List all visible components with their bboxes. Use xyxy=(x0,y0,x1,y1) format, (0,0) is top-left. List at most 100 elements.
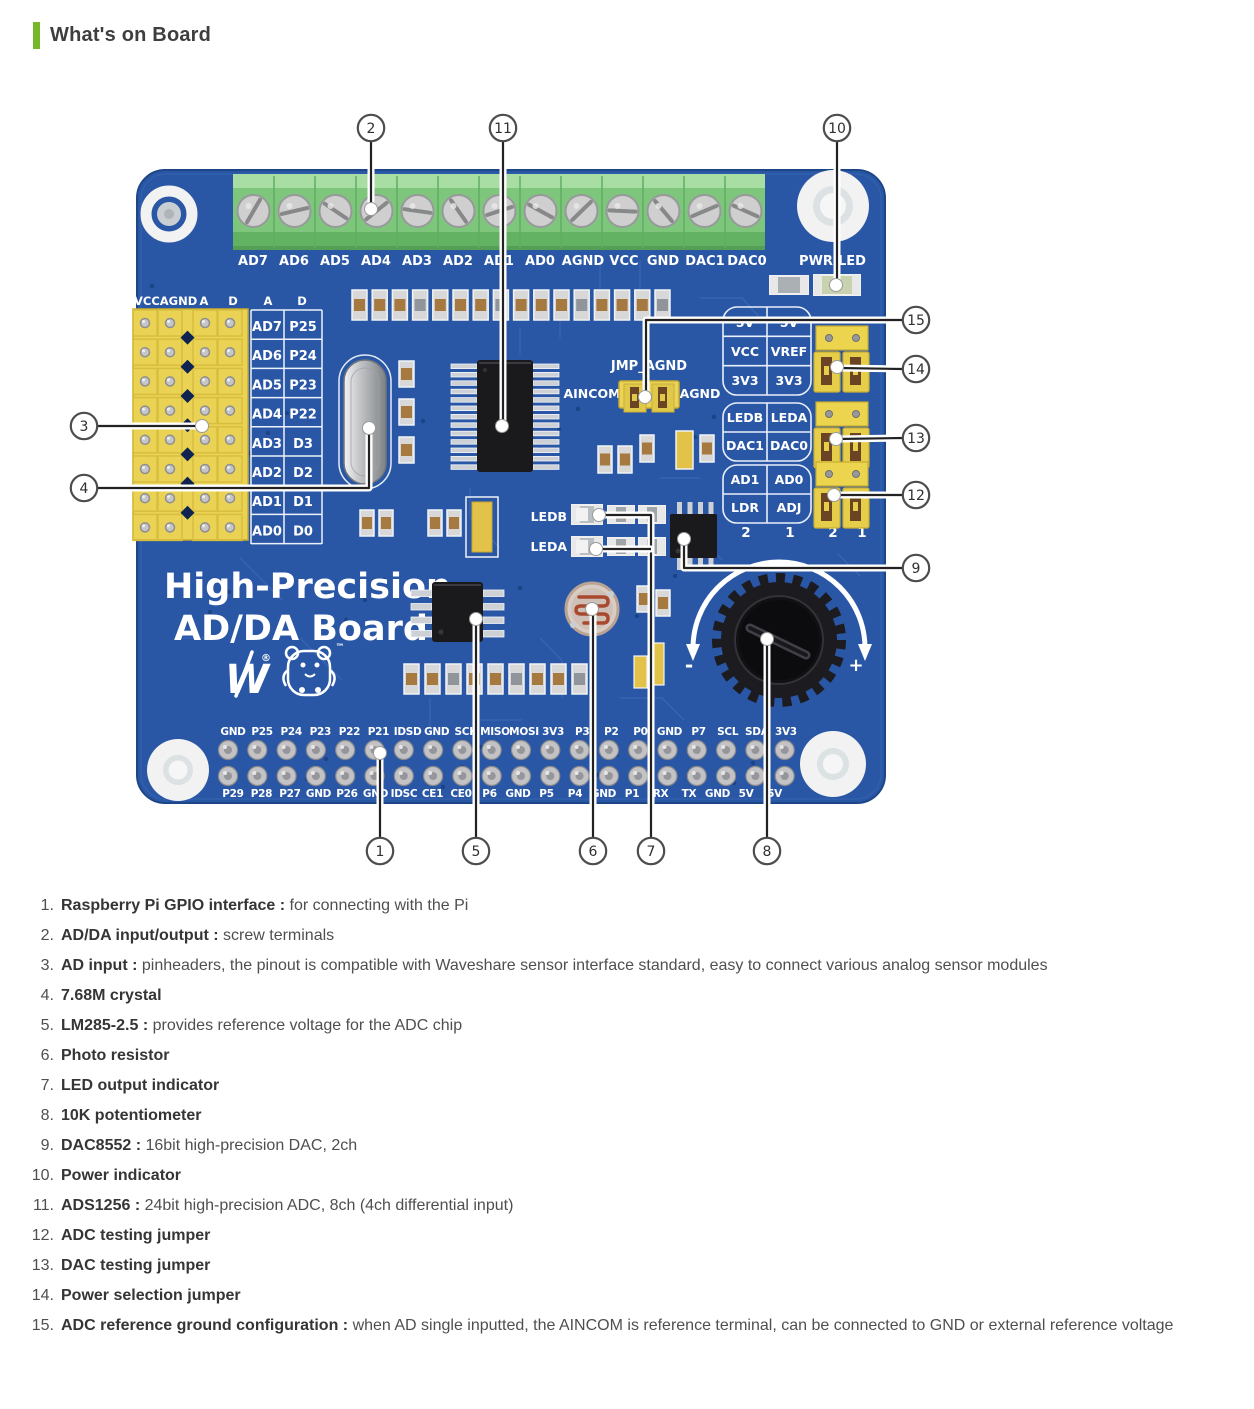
list-item: 13. DAC testing jumper xyxy=(0,1251,1254,1281)
list-item-number: 12. xyxy=(31,1227,54,1244)
svg-text:D: D xyxy=(228,294,238,308)
list-item-text: LM285-2.5 : provides reference voltage f… xyxy=(61,1017,463,1034)
svg-text:AD1: AD1 xyxy=(252,495,282,510)
list-item: 4.7.68M crystal xyxy=(0,981,1254,1011)
svg-text:DAC1: DAC1 xyxy=(726,438,764,453)
svg-text:3V3: 3V3 xyxy=(775,726,797,738)
svg-text:P4: P4 xyxy=(568,788,582,800)
svg-text:P26: P26 xyxy=(336,788,357,800)
callout-12: 12 xyxy=(827,480,931,510)
list-item: 11.ADS1256 : 24bit high-precision ADC, 8… xyxy=(0,1191,1254,1221)
svg-text:1: 1 xyxy=(376,844,385,860)
svg-text:LED: LED xyxy=(838,254,866,269)
svg-text:VCC: VCC xyxy=(731,344,759,359)
list-item-number: 13. xyxy=(31,1257,54,1274)
svg-text:P27: P27 xyxy=(279,788,300,800)
list-item-text: Power selection jumper xyxy=(61,1287,241,1304)
svg-text:5V: 5V xyxy=(739,788,755,800)
callout-15: 15 xyxy=(638,305,931,404)
list-item-text: AD input : pinheaders, the pinout is com… xyxy=(61,957,1048,974)
list-item-number: 1. xyxy=(40,897,54,914)
svg-text:VCC: VCC xyxy=(609,254,638,269)
callout-14: 14 xyxy=(830,354,931,384)
svg-text:GND: GND xyxy=(220,726,246,738)
callout-8: 8 xyxy=(752,632,782,866)
mounting-holes xyxy=(140,170,869,801)
lm285-chip xyxy=(410,582,505,642)
svg-text:2: 2 xyxy=(828,525,837,541)
list-item-text: 7.68M crystal xyxy=(61,987,162,1004)
list-item-number: 3. xyxy=(40,957,54,974)
svg-text:P5: P5 xyxy=(539,788,553,800)
svg-text:LEDA: LEDA xyxy=(771,410,808,425)
svg-text:D1: D1 xyxy=(293,495,313,510)
svg-text:IDSD: IDSD xyxy=(394,726,422,738)
svg-text:P23: P23 xyxy=(310,726,331,738)
svg-text:3V3: 3V3 xyxy=(775,373,802,388)
svg-text:-: - xyxy=(685,653,693,677)
svg-text:AD/DA Board: AD/DA Board xyxy=(174,609,428,649)
svg-text:LEDB: LEDB xyxy=(531,509,567,524)
svg-text:D3: D3 xyxy=(293,437,313,452)
svg-text:AINCOM: AINCOM xyxy=(563,386,620,401)
callout-9: 9 xyxy=(677,532,931,583)
svg-text:D2: D2 xyxy=(293,466,313,481)
section-header: What's on Board xyxy=(33,22,1254,49)
svg-text:SCL: SCL xyxy=(717,726,739,738)
svg-text:LDR: LDR xyxy=(731,500,759,515)
callout-3: 3 xyxy=(69,411,209,441)
list-item-number: 14. xyxy=(31,1287,54,1304)
list-item-number: 11. xyxy=(32,1197,54,1214)
list-item: 12. ADC testing jumper xyxy=(0,1221,1254,1251)
svg-text:P29: P29 xyxy=(222,788,243,800)
list-item-number: 10. xyxy=(31,1167,54,1184)
svg-text:10: 10 xyxy=(828,121,846,137)
svg-text:AD5: AD5 xyxy=(320,254,350,269)
svg-text:1: 1 xyxy=(785,525,794,541)
list-item-number: 8. xyxy=(40,1107,54,1124)
svg-text:MOSI: MOSI xyxy=(509,726,539,738)
svg-text:P22: P22 xyxy=(339,726,360,738)
svg-text:5: 5 xyxy=(472,844,481,860)
svg-text:D0: D0 xyxy=(293,524,313,539)
list-item-text: Power indicator xyxy=(61,1167,182,1184)
list-item-text: LED output indicator xyxy=(61,1077,220,1094)
list-item-number: 15. xyxy=(31,1317,54,1334)
svg-text:14: 14 xyxy=(907,362,925,378)
list-item: 14. Power selection jumper xyxy=(0,1281,1254,1311)
list-item-number: 2. xyxy=(40,927,54,944)
svg-text:GND: GND xyxy=(705,788,731,800)
list-item-number: 6. xyxy=(40,1047,54,1064)
list-item-text: Raspberry Pi GPIO interface : for connec… xyxy=(61,897,469,914)
svg-text:P2: P2 xyxy=(604,726,618,738)
svg-text:TX: TX xyxy=(682,788,697,800)
svg-text:MISO: MISO xyxy=(480,726,510,738)
svg-text:CE0: CE0 xyxy=(450,788,471,800)
svg-text:P28: P28 xyxy=(251,788,272,800)
list-item: 1. Raspberry Pi GPIO interface : for conn… xyxy=(0,891,1254,921)
svg-text:P24: P24 xyxy=(289,349,317,364)
list-item-text: ADC testing jumper xyxy=(61,1227,211,1244)
list-item: 3. AD input : pinheaders, the pinout is c… xyxy=(0,951,1254,981)
svg-text:VCCAGND: VCCAGND xyxy=(134,294,197,308)
svg-text:9: 9 xyxy=(912,561,921,577)
svg-text:GND: GND xyxy=(657,726,683,738)
smd-row-top xyxy=(351,289,671,321)
list-item-text: DAC testing jumper xyxy=(61,1257,211,1274)
svg-text:P21: P21 xyxy=(368,726,389,738)
svg-text:LEDA: LEDA xyxy=(530,539,567,554)
svg-text:AD7: AD7 xyxy=(238,254,268,269)
svg-text:2: 2 xyxy=(367,121,376,137)
svg-text:ADJ: ADJ xyxy=(777,500,802,515)
svg-text:RX: RX xyxy=(653,788,669,800)
svg-text:DAC0: DAC0 xyxy=(727,254,766,269)
svg-text:6: 6 xyxy=(589,844,598,860)
list-item: 15.ADC reference ground configuration : … xyxy=(0,1311,1254,1341)
svg-text:P6: P6 xyxy=(482,788,496,800)
callout-7: 7 xyxy=(589,508,666,866)
